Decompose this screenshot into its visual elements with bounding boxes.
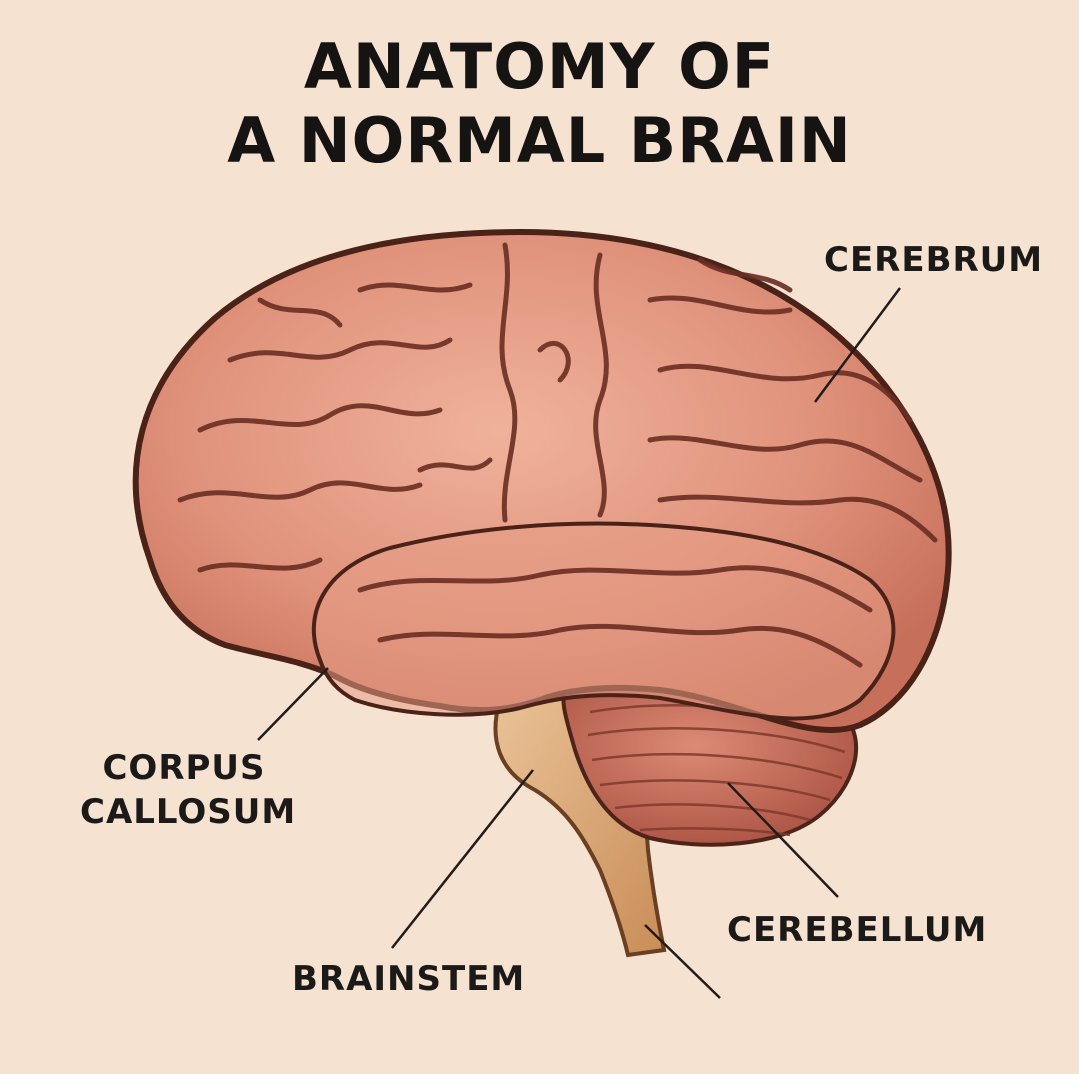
label-brainstem: BRAINSTEM: [292, 959, 526, 999]
temporal-lobe: [311, 521, 896, 721]
page-title: ANATOMY OF A NORMAL BRAIN: [0, 30, 1079, 178]
cerebellum-leader: [727, 782, 839, 898]
brainstem-leader: [391, 769, 534, 949]
label-cerebrum: CEREBRUM: [824, 240, 1044, 280]
label-corpus-callosum-line-2: CALLOSUM: [80, 792, 297, 832]
corpus-callosum-leader: [257, 667, 329, 741]
label-corpus-callosum: CORPUS CALLOSUM: [80, 746, 297, 834]
cerebrum-sulci: [177, 242, 938, 668]
label-cerebellum: CEREBELLUM: [727, 910, 988, 950]
label-corpus-callosum-line-1: CORPUS: [102, 748, 266, 788]
title-line-1: ANATOMY OF: [303, 30, 776, 103]
title-line-2: A NORMAL BRAIN: [227, 104, 852, 177]
spinal-leader: [644, 924, 721, 999]
cerebrum-leader: [813, 287, 902, 403]
leader-lines: [257, 287, 902, 999]
